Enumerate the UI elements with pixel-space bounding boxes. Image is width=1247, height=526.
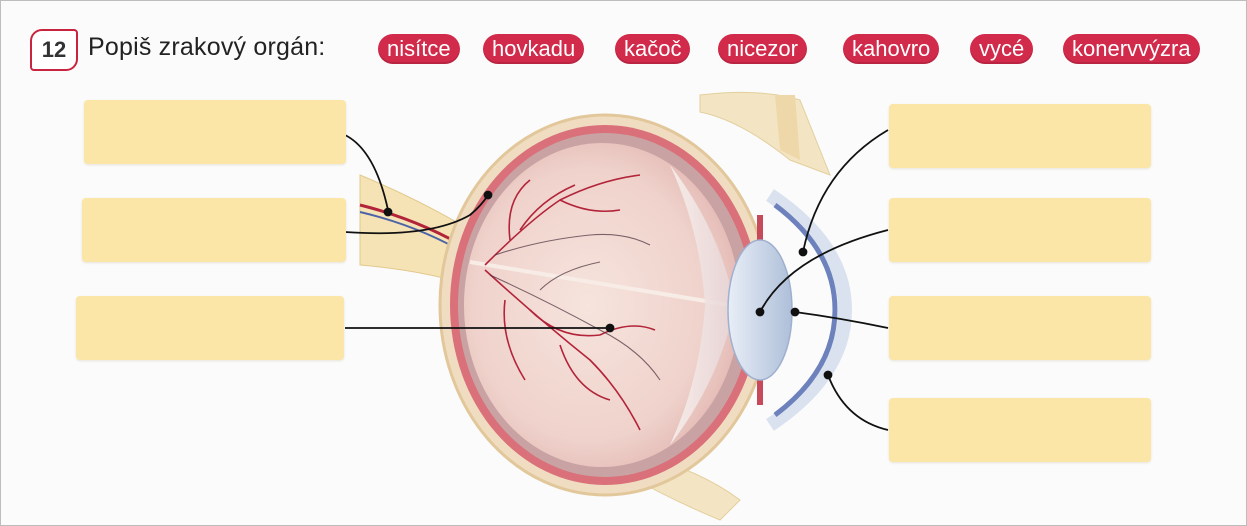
label-box-right-2[interactable] (889, 198, 1151, 262)
eyeball (440, 115, 770, 495)
label-box-left-2[interactable] (82, 198, 346, 262)
label-box-right-3[interactable] (889, 296, 1151, 360)
label-box-right-1[interactable] (889, 104, 1151, 168)
label-box-left-1[interactable] (84, 100, 346, 164)
label-box-left-3[interactable] (76, 296, 344, 360)
label-box-right-4[interactable] (889, 398, 1151, 462)
